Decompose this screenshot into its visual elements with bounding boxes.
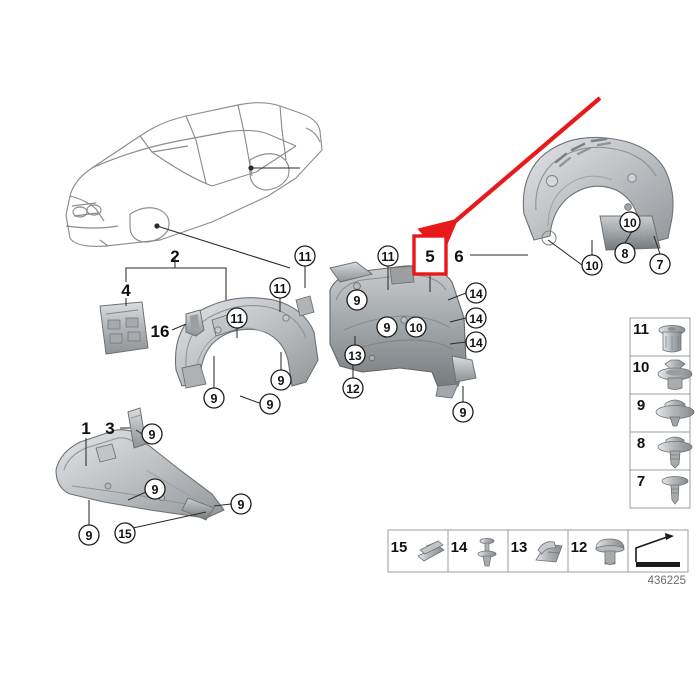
callout-label: 9 xyxy=(460,406,467,420)
callout-1[interactable]: 1 xyxy=(81,419,90,438)
callout-label: 9 xyxy=(278,374,285,388)
callout-12[interactable]: 12 xyxy=(342,377,364,399)
callout-markers: 11 11 11 11 9 9 10 14 xyxy=(78,211,671,546)
edge-clamp-clip-icon xyxy=(535,541,563,563)
spring-clip-icon xyxy=(417,540,445,562)
grommet-plug-icon xyxy=(658,324,686,353)
callout-label: 11 xyxy=(298,250,311,264)
callout-9-center-a[interactable]: 9 xyxy=(346,289,368,311)
legend-right-label: 11 xyxy=(633,321,649,338)
hex-nut-washer-icon xyxy=(657,359,693,390)
callout-9-left-a[interactable]: 9 xyxy=(270,369,292,391)
callout-label: 9 xyxy=(211,392,218,406)
vehicle-leader-lines xyxy=(154,165,300,269)
callout-label: 11 xyxy=(273,282,286,296)
callout-10-right-upper[interactable]: 10 xyxy=(619,211,641,233)
callout-label: 9 xyxy=(152,483,159,497)
callout-label: 11 xyxy=(230,312,243,326)
callout-6[interactable]: 6 xyxy=(454,247,463,266)
legend-right-label: 10 xyxy=(633,359,650,376)
part-strip-3 xyxy=(127,407,147,449)
callout-label: 15 xyxy=(118,527,132,541)
callout-label: 9 xyxy=(149,428,156,442)
callout-label: 12 xyxy=(346,382,360,396)
legend-right-label: 8 xyxy=(637,435,645,452)
callout-label: 10 xyxy=(409,321,423,335)
legend-bottom-label: 14 xyxy=(451,539,468,556)
callout-14-a[interactable]: 14 xyxy=(465,282,487,304)
callout-label: 9 xyxy=(238,498,245,512)
callout-9-left-b[interactable]: 9 xyxy=(203,387,225,409)
callout-11-left-lower[interactable]: 11 xyxy=(226,307,248,329)
callout-9-lower-left-b[interactable]: 9 xyxy=(230,493,252,515)
callout-13[interactable]: 13 xyxy=(344,344,366,366)
callout-10-center[interactable]: 10 xyxy=(405,316,427,338)
callout-4[interactable]: 4 xyxy=(121,281,131,300)
callout-9-lower-left-a[interactable]: 9 xyxy=(144,478,166,500)
callout-label: 8 xyxy=(622,247,629,261)
part-bracket-plate-4 xyxy=(99,301,149,355)
part-front-left-lower-liner xyxy=(55,429,225,521)
callout-3[interactable]: 3 xyxy=(105,419,114,438)
callout-16[interactable]: 16 xyxy=(151,322,170,341)
diagram-id-label: 436225 xyxy=(648,575,686,587)
callout-9-bottom[interactable]: 9 xyxy=(78,524,100,546)
callout-label: 9 xyxy=(384,321,391,335)
screw-washer-icon xyxy=(657,436,693,469)
push-pin-rivet-icon xyxy=(477,538,497,567)
part-left-wheel-arch-liner xyxy=(174,295,319,389)
callout-9-center-lower[interactable]: 9 xyxy=(452,401,474,423)
fastener-legend-bottom: 15 14 13 12 xyxy=(387,529,689,573)
callout-11-left-upper[interactable]: 11 xyxy=(294,245,316,267)
callout-9-center-b[interactable]: 9 xyxy=(376,316,398,338)
callout-9-near-3[interactable]: 9 xyxy=(141,423,163,445)
callout-14-b[interactable]: 14 xyxy=(465,307,487,329)
threaded-pin-icon xyxy=(661,476,689,505)
install-angle-icon xyxy=(635,533,680,567)
callout-label: 10 xyxy=(623,216,637,230)
callout-label: 7 xyxy=(657,258,664,272)
callout-label: 10 xyxy=(585,259,599,273)
callout-label: 9 xyxy=(86,529,93,543)
legend-bottom-label: 12 xyxy=(571,539,588,556)
callout-label: 14 xyxy=(469,312,483,326)
highlight-box-5[interactable]: 5 xyxy=(412,234,448,276)
callout-11-center-upper[interactable]: 11 xyxy=(377,245,399,267)
callout-label: 9 xyxy=(267,398,274,412)
callout-9-left-c[interactable]: 9 xyxy=(259,393,281,415)
callout-label: 9 xyxy=(354,294,361,308)
callout-10-right-lower[interactable]: 10 xyxy=(581,254,603,276)
callout-label: 14 xyxy=(469,287,483,301)
callout-8[interactable]: 8 xyxy=(614,242,636,264)
legend-bottom-label: 15 xyxy=(391,539,408,556)
callout-15-bottom[interactable]: 15 xyxy=(114,522,136,544)
highlight-box-label: 5 xyxy=(425,247,434,266)
round-head-rivet-icon xyxy=(595,538,625,565)
callout-2[interactable]: 2 xyxy=(170,247,179,266)
legend-right-label: 9 xyxy=(637,397,645,414)
callout-label: 13 xyxy=(348,349,362,363)
legend-bottom-label: 13 xyxy=(511,539,528,556)
red-annotation-arrow xyxy=(417,96,602,258)
vehicle-outline xyxy=(65,102,323,247)
part-right-rear-wheel-housing-liner xyxy=(522,136,674,251)
callout-label: 14 xyxy=(469,336,483,350)
callout-14-c[interactable]: 14 xyxy=(465,331,487,353)
callout-label: 11 xyxy=(381,250,394,264)
part-clip-16 xyxy=(185,309,205,337)
callout-11-left-mid[interactable]: 11 xyxy=(269,277,291,299)
fastener-legend-right: 11 10 9 8 xyxy=(629,317,695,509)
expanding-rivet-icon xyxy=(655,399,695,427)
callout-7[interactable]: 7 xyxy=(649,253,671,275)
legend-right-label: 7 xyxy=(637,473,645,490)
